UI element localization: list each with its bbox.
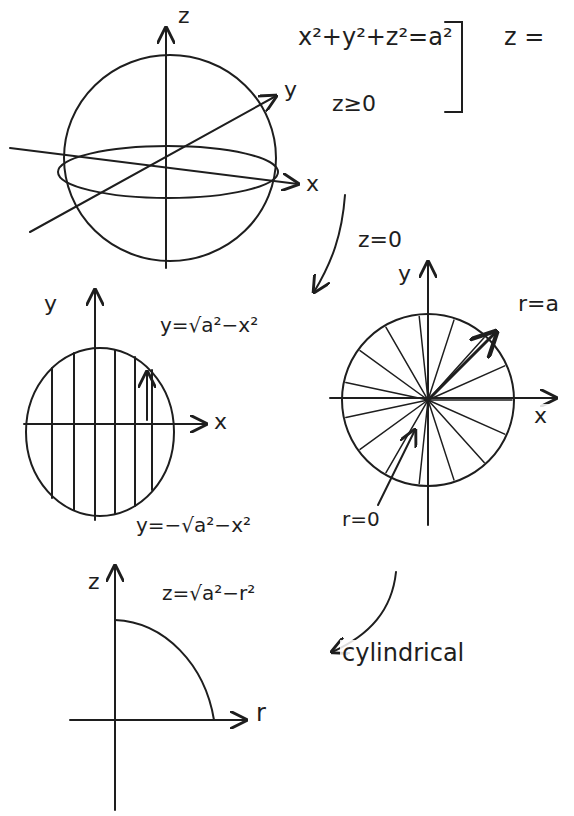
radial-line <box>360 351 428 400</box>
radial-line <box>386 400 428 473</box>
equation: z = <box>502 24 546 50</box>
z-axis <box>165 28 167 268</box>
axis-label: x <box>212 410 229 434</box>
equator <box>58 146 278 198</box>
condition: z=0 <box>356 228 404 252</box>
equation: y=−√a²−x² <box>134 514 253 536</box>
x-axis <box>330 397 556 399</box>
radial-line <box>428 400 454 480</box>
quarter-circle <box>115 620 214 720</box>
axis-label: z <box>86 570 102 594</box>
leader-arrow <box>378 430 415 505</box>
x-axis <box>10 148 298 184</box>
axis-label: x <box>532 404 549 428</box>
radial-line <box>346 400 428 417</box>
axis-label: y <box>282 78 299 102</box>
radial-line <box>419 316 428 400</box>
disk-outline <box>26 348 174 516</box>
strip <box>134 357 136 506</box>
strip <box>114 350 116 514</box>
radial-line <box>428 400 505 434</box>
y-axis <box>94 290 96 520</box>
axis-label: r <box>254 700 268 726</box>
equation: r=0 <box>340 508 382 530</box>
strip <box>51 368 53 498</box>
equation: x²+y²+z²=a² <box>296 24 455 50</box>
equation: y=√a²−x² <box>158 314 260 336</box>
radial-line <box>428 366 505 400</box>
axis-label: x <box>304 172 321 196</box>
strip <box>151 370 153 490</box>
step-arrow <box>314 195 345 292</box>
radial-line <box>428 400 484 462</box>
r-axis <box>70 719 246 721</box>
method-label: cylindrical <box>340 640 466 666</box>
equation: z=√a²−r² <box>160 582 257 604</box>
condition: z≥0 <box>330 92 378 116</box>
radius-arrow <box>428 332 496 400</box>
radial-line <box>428 399 512 401</box>
strip <box>73 353 75 510</box>
axis-label: y <box>42 292 59 316</box>
axis-label: y <box>396 262 413 286</box>
strip-arrow <box>146 372 148 420</box>
equation: r=a <box>516 292 561 316</box>
axis-label: z <box>176 4 192 28</box>
y-axis <box>30 96 276 232</box>
z-axis <box>114 566 116 810</box>
radial-lines <box>346 316 512 483</box>
